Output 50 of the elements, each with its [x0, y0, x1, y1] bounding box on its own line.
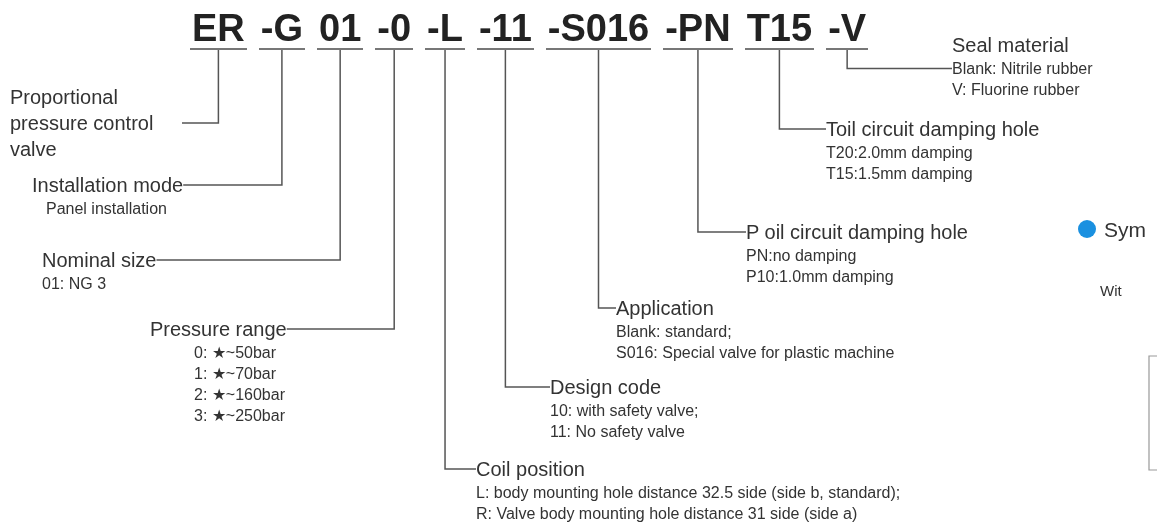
option-text: V: Fluorine rubber: [952, 80, 1080, 100]
option-text: 0: ★~50bar: [194, 343, 277, 363]
leader-line: [778, 49, 827, 130]
field-heading: Seal material: [952, 33, 1069, 58]
field-heading: Nominal size: [42, 248, 157, 273]
option-text: Blank: Nitrile rubber: [952, 59, 1093, 79]
cut-off-heading: Wit: [1100, 281, 1122, 301]
option-text: 01: NG 3: [42, 274, 107, 294]
leader-line: [504, 49, 551, 388]
leader-line: [182, 49, 283, 186]
option-text: R: Valve body mounting hole distance 31 side (side a): [476, 504, 858, 524]
leader-line: [444, 49, 477, 470]
leader-line: [597, 49, 617, 309]
leader-line: [697, 49, 747, 233]
code-segment: -11: [476, 8, 534, 50]
option-text: 1: ★~70bar: [194, 364, 277, 384]
option-text: L: body mounting hole distance 32.5 side (side b, standard);: [476, 483, 901, 503]
leader-line: [846, 49, 953, 70]
code-segment: 01: [317, 8, 364, 50]
code-segment: -L: [425, 8, 465, 50]
field-heading: Proportional pressure control valve: [10, 85, 155, 162]
option-text: 10: with safety valve;: [550, 401, 699, 421]
field-heading: Installation mode: [32, 173, 184, 198]
code-segment: -PN: [663, 8, 733, 50]
field-heading: Coil position: [476, 457, 585, 482]
code-segment: T15: [744, 8, 815, 50]
field-heading: P oil circuit damping hole: [746, 220, 968, 245]
option-text: 3: ★~250bar: [194, 406, 285, 426]
code-segment: -S016: [545, 8, 652, 50]
option-text: T20:2.0mm damping: [826, 143, 973, 163]
leader-line: [286, 49, 395, 330]
code-segment: -0: [375, 8, 414, 50]
field-heading: Toil circuit damping hole: [826, 117, 1040, 142]
code-segment: -V: [826, 8, 869, 50]
leader-line: [181, 49, 220, 124]
field-heading: Application: [616, 296, 714, 321]
code-segment: -G: [258, 8, 305, 50]
option-text: 2: ★~160bar: [194, 385, 285, 405]
option-text: T15:1.5mm damping: [826, 164, 973, 184]
cut-off-heading: Sym: [1104, 217, 1146, 243]
field-heading: Pressure range: [150, 317, 287, 342]
option-text: P10:1.0mm damping: [746, 267, 894, 287]
leader-line: [155, 49, 341, 261]
option-text: Panel installation: [46, 199, 167, 219]
option-text: PN:no damping: [746, 246, 857, 266]
code-segment: ER: [190, 8, 247, 50]
option-text: 11: No safety valve: [550, 422, 685, 442]
option-text: S016: Special valve for plastic machine: [616, 343, 895, 363]
field-heading: Design code: [550, 375, 662, 400]
option-text: Blank: standard;: [616, 322, 732, 342]
